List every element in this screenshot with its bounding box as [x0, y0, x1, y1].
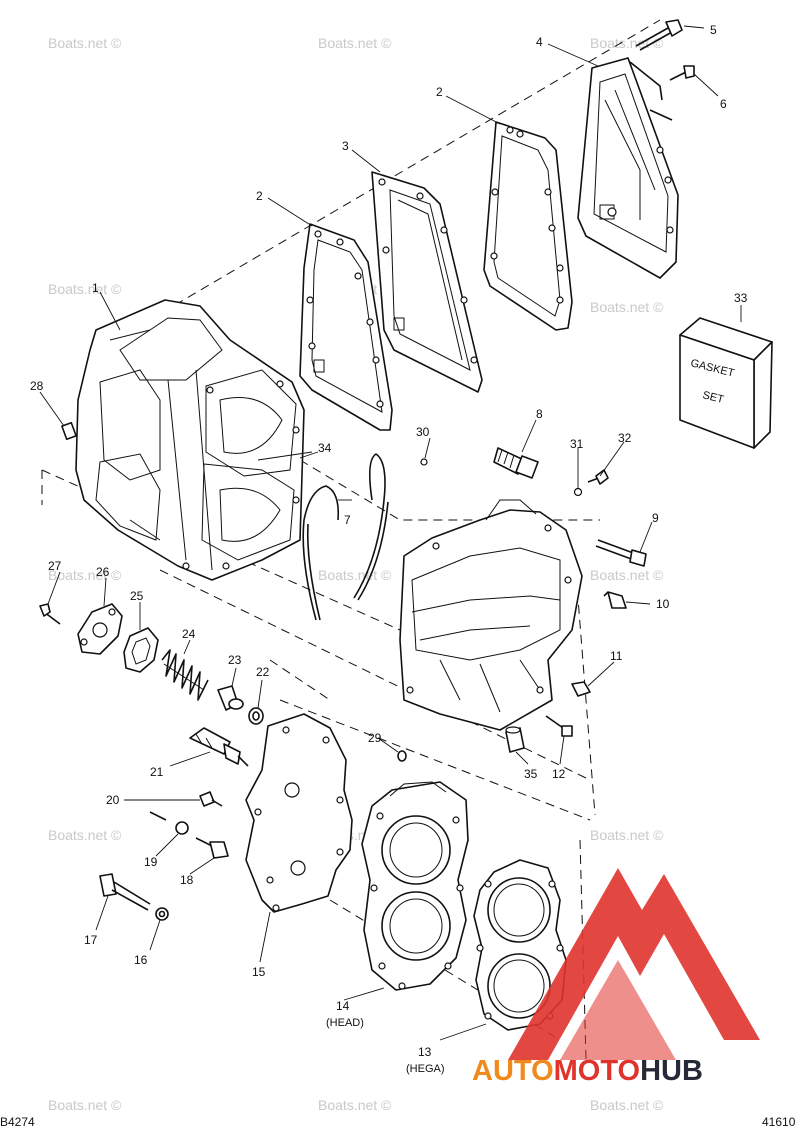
crankcase-half: [399, 499, 583, 731]
watermark-text: Boats.net ©: [48, 827, 122, 843]
plate-part-3: [371, 171, 483, 393]
callout-17: 17: [84, 933, 98, 947]
callout-18: 18: [180, 873, 194, 887]
sleeve-part-35: [505, 726, 525, 753]
cylinder-head-part-14: [361, 781, 469, 991]
watermark-text: Boats.net ©: [48, 1097, 122, 1113]
plug-part-29: [397, 750, 407, 762]
logo-triangle-inner-icon: [560, 960, 676, 1060]
watermark-text: Boats.net ©: [590, 567, 664, 583]
callout-27: 27: [48, 559, 62, 573]
callout-35: 35: [524, 767, 538, 781]
fitting-part-8: [493, 447, 539, 479]
callout-9: 9: [652, 511, 659, 525]
watermark-text: Boats.net ©: [48, 281, 122, 297]
callout-22: 22: [256, 665, 270, 679]
gasket-part-25: [123, 627, 159, 673]
callout-1: 1: [92, 281, 99, 295]
callout-12: 12: [552, 767, 566, 781]
bolt-part-5: [635, 19, 683, 51]
caption-hega: (HEGA): [406, 1063, 445, 1075]
callout-6: 6: [720, 97, 727, 111]
watermark-text: Boats.net ©: [48, 35, 122, 51]
cover-plate-part-15: [245, 713, 353, 913]
dowel-pin-part-28: [61, 421, 77, 441]
cylinder-head-cover: [577, 57, 679, 279]
watermark-text: Boats.net ©: [590, 827, 664, 843]
gasket-part-2-inner: [299, 223, 393, 431]
callout-29: 29: [368, 731, 382, 745]
callout-33: 33: [734, 291, 748, 305]
drawing-code-left: B4274: [0, 1115, 35, 1129]
bolt-part-9: [595, 539, 647, 567]
callout-21: 21: [150, 765, 164, 779]
callout-14: 14: [336, 999, 350, 1013]
washer-part-22: [248, 707, 264, 725]
screw-part-27: [39, 603, 61, 625]
callout-32: 32: [618, 431, 632, 445]
callout-25: 25: [130, 589, 144, 603]
head-gasket-part-13: [473, 859, 567, 1031]
callout-30: 30: [416, 425, 430, 439]
callout-11: 11: [610, 649, 623, 663]
spring-part-24: [161, 649, 209, 701]
logo-text: AUTOMOTOHUB: [472, 1055, 703, 1087]
watermark-text: Boats.net ©: [318, 567, 392, 583]
small-bead-part-30: [420, 458, 428, 466]
callout-19: 19: [144, 855, 158, 869]
callout-34: 34: [318, 441, 332, 455]
washer-part-31: [573, 487, 583, 497]
cylinder-block-part-1: [75, 299, 305, 581]
watermark-text: Boats.net ©: [318, 35, 392, 51]
caption-head: (HEAD): [326, 1017, 364, 1029]
callout-23: 23: [228, 653, 242, 667]
valve-part-23: [217, 685, 244, 711]
callout-15: 15: [252, 965, 266, 979]
cover-part-26: [77, 603, 123, 655]
watermark-text: Boats.net ©: [590, 1097, 664, 1113]
screw-part-12: [545, 715, 573, 737]
callout-2-outer: 2: [436, 85, 443, 99]
callout-20: 20: [106, 793, 120, 807]
callout-2-inner: 2: [256, 189, 263, 203]
callout-26: 26: [96, 565, 110, 579]
small-ring-part-19: [149, 811, 189, 835]
callout-4: 4: [536, 35, 543, 49]
hose-part-7: [302, 453, 389, 621]
callout-8: 8: [536, 407, 543, 421]
gasket-set-label-line2: SET: [701, 389, 725, 406]
callout-24: 24: [182, 627, 196, 641]
callouts: 4 5 6 2 3 2 1 33 28 30 8 31 32 34 7 9 10…: [30, 23, 748, 1075]
bolt-part-17: [99, 873, 151, 911]
plug-part-18: [195, 837, 229, 859]
watermark-text: Boats.net ©: [590, 299, 664, 315]
leader-lines: [39, 25, 742, 1041]
sensor-part-21: [189, 727, 249, 767]
gasket-set-box: GASKET SET: [679, 317, 773, 449]
screw-part-32: [587, 469, 609, 485]
screw-part-6: [669, 65, 695, 81]
callout-28: 28: [30, 379, 44, 393]
logo-triangle-icon: [508, 868, 760, 1060]
drawing-code-right: 41610: [762, 1115, 796, 1129]
fitting-part-10: [603, 591, 627, 609]
callout-13: 13: [418, 1045, 432, 1059]
screw-part-20: [199, 791, 223, 807]
callout-7: 7: [344, 513, 351, 527]
gasket-part-2-outer: [483, 121, 573, 331]
callout-10: 10: [656, 597, 670, 611]
callout-5: 5: [710, 23, 717, 37]
callout-16: 16: [134, 953, 148, 967]
automotohub-logo: AUTOMOTOHUB: [472, 868, 760, 1087]
watermark-text: Boats.net ©: [48, 567, 122, 583]
watermark-text: Boats.net ©: [318, 1097, 392, 1113]
bead-part-34: [257, 451, 313, 461]
callout-3: 3: [342, 139, 349, 153]
plug-part-11: [571, 681, 591, 697]
callout-31: 31: [570, 437, 584, 451]
washer-part-16: [155, 907, 169, 921]
